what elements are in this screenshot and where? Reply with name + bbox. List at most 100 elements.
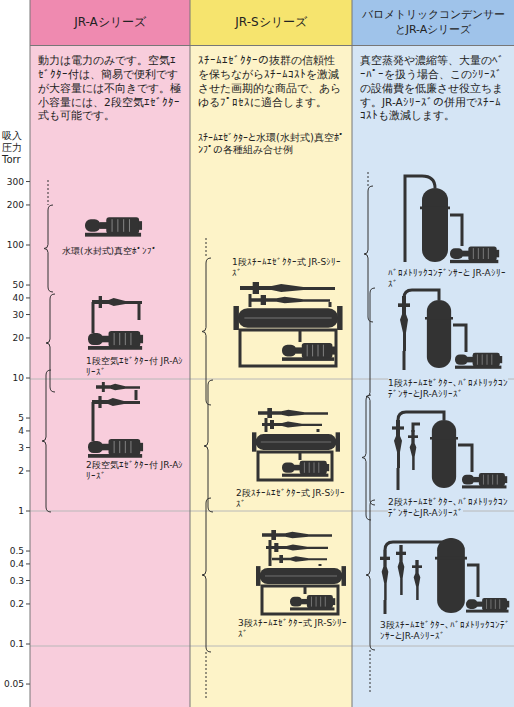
range-brace: [202, 498, 211, 652]
illustration-part: [262, 586, 338, 614]
illustration-part: [262, 530, 332, 540]
series-header: JR-Sシリーズ: [190, 0, 352, 46]
equipment-caption-box: 1段ｽﾁｰﾑｴｾﾞｸﾀｰ、ﾊﾞﾛﾒﾄﾘｯｸｺﾝﾃﾞﾝｻｰとJR-Aｼﾘｰｽﾞ: [388, 378, 510, 400]
illustration-part: [317, 429, 320, 432]
range-brace: [42, 370, 51, 512]
axis-tick-label: 10: [13, 373, 24, 383]
axis-tick-label: 1: [18, 506, 24, 516]
illustration-part: [262, 420, 322, 429]
axis-title-box: 吸入圧力 Torr: [2, 130, 29, 167]
illustration-part: [282, 461, 329, 477]
illustration-part: [272, 555, 327, 563]
axis-tick-label-box: 0.3: [0, 575, 24, 587]
illustration-part: [450, 215, 462, 246]
illustration-part: [88, 439, 143, 458]
range-brace: [366, 500, 375, 650]
axis-tick-label-box: 20: [0, 332, 24, 344]
illustration-part: [138, 302, 141, 320]
axis-tick: [26, 684, 30, 685]
illustration-part: [412, 560, 422, 600]
axis-tick-label-box: 40: [0, 292, 24, 304]
section-note-box: ｽﾁｰﾑｴｾﾞｸﾀｰと水環(水封式)真空ﾎﾟﾝﾌﾟの各種組み合せ例: [198, 132, 348, 156]
axis-tick-label-box: 0.1: [0, 638, 24, 650]
illustration-part: [404, 290, 439, 300]
illustration-part: [384, 600, 387, 614]
axis-tick-label: 0.3: [10, 576, 24, 586]
axis-tick-label-box: 2: [0, 465, 24, 477]
series-title: バロメトリックコンデンサーとJR-Aシリーズ: [358, 8, 508, 37]
axis-tick: [26, 204, 30, 205]
axis-tick-label-box: 0.4: [0, 558, 24, 570]
range-brace: [46, 294, 55, 392]
axis-tick-label: 0.4: [10, 559, 24, 569]
illustration-part: [396, 545, 406, 595]
axis-tick-label: 0.05: [4, 679, 24, 689]
axis-tick-label-box: 10: [0, 372, 24, 384]
illustration-part: [256, 566, 346, 586]
axis-tick: [26, 580, 30, 581]
illustration-part: [397, 468, 400, 490]
axis-tick: [26, 314, 30, 315]
equipment-caption: 3段ｽﾁｰﾑｴｾﾞｸﾀｰ、ﾊﾞﾛﾒﾄﾘｯｸｺﾝﾃﾞﾝｻｰとJR-Aｼﾘｰｽﾞ: [380, 620, 510, 641]
illustration-part: [455, 353, 502, 369]
axis-tick-label-box: 0.05: [0, 678, 24, 690]
illustration-part: [92, 302, 95, 333]
illustration-part: [398, 412, 444, 420]
equipment-caption: 1段空気ｴｾﾞｸﾀｰ付 JR-Aｼﾘｰｽﾞ: [86, 356, 183, 377]
axis-tick-label-box: 30: [0, 309, 24, 321]
illustration-part: [190, 0, 191, 707]
axis-tick-label-box: 3: [0, 442, 24, 454]
illustration-part: [96, 382, 140, 392]
illustration-part: [290, 595, 335, 610]
axis-tick: [26, 563, 30, 564]
axis-tick-label: 30: [13, 310, 24, 320]
illustration-part: [398, 296, 410, 351]
illustration-part: [30, 646, 514, 647]
illustration-part: [282, 343, 335, 361]
axis-tick-label: 40: [13, 293, 24, 303]
axis-title: 吸入圧力 Torr: [2, 130, 22, 165]
axis-tick: [26, 603, 30, 604]
range-extension: [368, 172, 369, 186]
illustration-part: [240, 282, 335, 294]
illustration-part: [30, 0, 352, 707]
illustration-part: [380, 550, 390, 600]
illustration-part: [266, 543, 328, 552]
series-description: 動力は電力のみです。空気ｴｾﾞｸﾀｰ付は、簡易で便利ですが大容量には不向きです。…: [38, 54, 182, 123]
axis-tick: [26, 285, 30, 286]
axis-tick-label-box: 4: [0, 425, 24, 437]
axis-tick: [26, 245, 30, 246]
illustration-part: [30, 0, 31, 707]
illustration-part: [250, 295, 330, 305]
axis-tick-label-box: 5: [0, 412, 24, 424]
axis-tick-label-box: 50: [0, 279, 24, 291]
equipment-caption-box: 2段ｽﾁｰﾑｴｾﾞｸﾀｰ式 JR-Sｼﾘｰｽﾞ: [236, 488, 348, 510]
illustration-part: [329, 302, 332, 307]
series-title: JR-Sシリーズ: [235, 15, 306, 31]
equipment-caption-box: 1段空気ｴｾﾞｸﾀｰ付 JR-Aｼﾘｰｽﾞ: [86, 356, 186, 378]
range-brace: [202, 258, 211, 405]
illustration-part: [420, 188, 450, 262]
illustration-part: [466, 598, 509, 613]
series-header: バロメトリックコンデンサーとJR-Aシリーズ: [352, 0, 514, 46]
axis-tick: [26, 644, 30, 645]
axis-tick-label: 50: [13, 280, 24, 290]
illustration-part: [252, 432, 340, 451]
series-description: 真空蒸発や濃縮等、大量のﾍﾞｰﾊﾟｰを扱う場合、このｼﾘｰｽﾞの設備費を低廉させ…: [360, 54, 506, 123]
illustration-part: [299, 330, 302, 342]
axis-tick-label: 2: [18, 466, 24, 476]
illustration-part: [430, 420, 458, 488]
axis-tick: [26, 378, 30, 379]
axis-tick-label-box: 1: [0, 505, 24, 517]
axis-tick-label: 5: [18, 413, 24, 423]
equipment-caption-box: ﾊﾞﾛﾒﾄﾘｯｸｺﾝﾃﾞﾝｻｰと JR-Aｼﾘｰｽﾞ: [388, 268, 510, 290]
illustration-part: [233, 306, 342, 330]
equipment-caption: ﾊﾞﾛﾒﾄﾘｯｸｺﾝﾃﾞﾝｻｰと JR-Aｼﾘｰｽﾞ: [388, 268, 506, 289]
equipment-caption: 2段ｽﾁｰﾑｴｾﾞｸﾀｰ式 JR-Sｼﾘｰｽﾞ: [236, 488, 345, 509]
range-extension: [48, 180, 49, 205]
axis-tick-label: 300: [7, 177, 24, 187]
equipment-caption-box: 3段ｽﾁｰﾑｴｾﾞｸﾀｰ式 JR-Sｼﾘｰｽﾞ: [238, 618, 350, 640]
range-extension: [206, 652, 207, 700]
axis-tick-label: 100: [7, 240, 24, 250]
axis-tick-label: 0.5: [10, 546, 24, 556]
